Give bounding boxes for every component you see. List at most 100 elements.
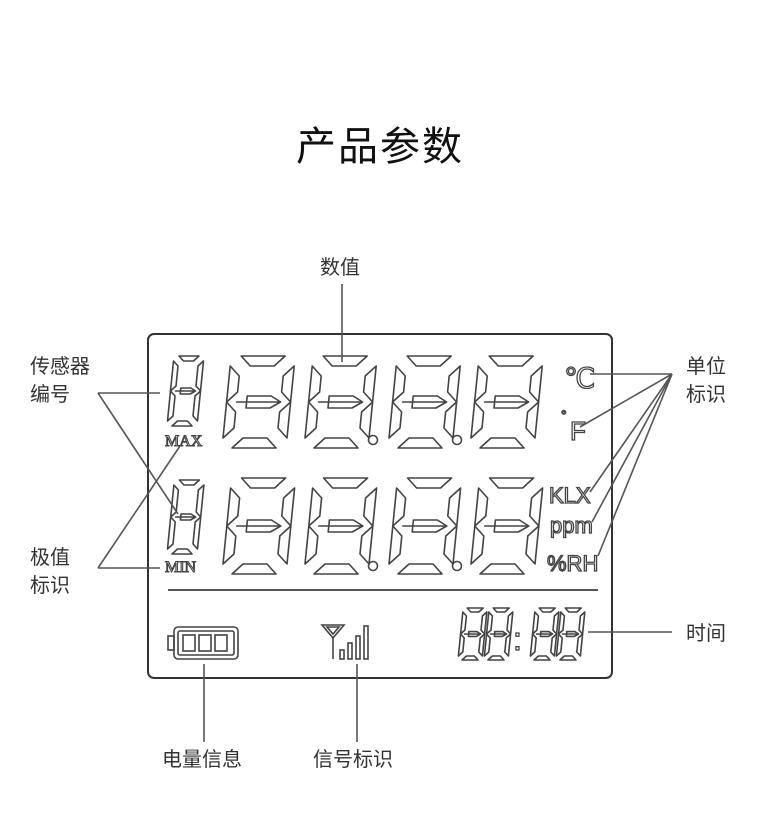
- lcd-segment: [457, 633, 466, 657]
- lcd-segment: [391, 365, 407, 403]
- lcd-segment: [564, 607, 583, 613]
- lcd-segment: [178, 479, 201, 486]
- lcd-segment: [483, 633, 492, 657]
- label-sensor-id-line2: 编号: [30, 382, 70, 406]
- lcd-segment: [174, 387, 197, 395]
- decimal-point: [367, 434, 379, 446]
- label-extreme-line2: 标识: [30, 573, 70, 597]
- lcd-segment: [401, 395, 448, 409]
- value-digit-top: [304, 355, 378, 449]
- lcd-segment: [470, 525, 485, 565]
- value-digit-top: [222, 355, 296, 449]
- lcd-segment: [307, 365, 323, 403]
- lcd-segment: [461, 655, 479, 661]
- label-value: 数值: [320, 255, 360, 279]
- leader-unit: [579, 373, 673, 428]
- lcd-segment: [322, 355, 369, 367]
- lcd-segment: [195, 360, 205, 392]
- value-digit-bottom: [222, 477, 296, 575]
- lcd-segment: [488, 477, 535, 489]
- lcd-segment: [479, 437, 525, 449]
- lcd-segment: [549, 633, 558, 657]
- lcd-segment: [240, 355, 287, 367]
- lcd-segment: [466, 607, 485, 613]
- lcd-segment: [473, 365, 489, 403]
- lcd-segment: [525, 525, 540, 565]
- lcd-segment: [362, 487, 378, 527]
- unit-klx: KLX: [549, 483, 591, 508]
- leader-unit: [597, 373, 673, 557]
- lcd-segment: [506, 611, 514, 635]
- lcd-segment: [535, 630, 554, 638]
- label-sensor-id: 传感器 编号: [30, 352, 90, 408]
- lcd-segment: [503, 633, 512, 657]
- sensor-id-digit: [166, 355, 205, 427]
- clock-digit: [457, 607, 488, 661]
- lcd-segment: [489, 630, 508, 638]
- lcd-segment: [473, 487, 489, 527]
- lcd-segment: [470, 401, 485, 439]
- lcd-segment: [538, 607, 557, 613]
- lcd-segment: [166, 516, 176, 550]
- clock-digit: [529, 607, 560, 661]
- clock-digit: [555, 607, 586, 661]
- lcd-segment: [359, 525, 374, 565]
- lcd-segment: [225, 365, 240, 403]
- lcd-segment: [479, 563, 525, 575]
- lcd-segment: [401, 519, 448, 533]
- lcd-segment: [171, 548, 193, 555]
- lcd-segment: [317, 395, 364, 409]
- lcd-segment: [174, 513, 197, 521]
- unit-ppm: ppm: [550, 513, 593, 538]
- label-extreme-line1: 极值: [30, 545, 70, 569]
- battery-icon: [167, 626, 239, 660]
- leader-unit: [591, 373, 673, 523]
- lcd-segment: [313, 563, 359, 575]
- lcd-segment: [480, 611, 488, 635]
- lcd-segment: [226, 487, 241, 527]
- lcd-segment: [236, 519, 282, 533]
- lcd-segment: [397, 437, 443, 449]
- signal-antenna-icon: [320, 624, 369, 660]
- lcd-segment: [280, 487, 296, 527]
- lcd-segment: [304, 401, 319, 439]
- lcd-segment: [463, 630, 482, 638]
- lcd-segment: [195, 484, 205, 518]
- lcd-segment: [477, 633, 486, 657]
- value-digit-bottom: [470, 477, 544, 575]
- lcd-segment: [459, 611, 468, 635]
- label-battery: 电量信息: [162, 747, 242, 771]
- lcd-segment: [235, 395, 282, 409]
- lcd-segment: [483, 519, 530, 533]
- lcd-segment: [525, 401, 540, 439]
- lcd-segment: [529, 633, 538, 657]
- lcd-segment: [443, 401, 458, 439]
- lcd-segment: [391, 487, 407, 527]
- unit-relative-humidity: %RH: [547, 551, 598, 576]
- clock-colon: :: [513, 621, 522, 657]
- lcd-segment: [178, 355, 200, 362]
- lcd-segment: [528, 487, 544, 527]
- lcd-segment: [362, 365, 378, 403]
- page-title: 产品参数: [296, 124, 464, 170]
- lcd-segment: [531, 611, 540, 635]
- unit-celsius: ℃: [564, 363, 595, 394]
- lcd-segment: [277, 401, 292, 439]
- lcd-segment: [487, 655, 505, 661]
- lcd-segment: [528, 365, 544, 403]
- lcd-segment: [443, 525, 458, 565]
- lcd-segment: [557, 611, 566, 635]
- value-digit-top: [388, 355, 462, 449]
- lcd-panel: [147, 333, 613, 679]
- lcd-segment: [317, 519, 364, 533]
- lcd-segment: [492, 607, 511, 613]
- lcd-segment: [406, 477, 453, 489]
- leader-extreme: [97, 445, 181, 569]
- decimal-point: [451, 560, 463, 572]
- lcd-segment: [192, 516, 202, 550]
- lcd-segment: [388, 401, 403, 439]
- lcd-segment: [446, 487, 462, 527]
- value-digit-bottom: [388, 477, 462, 575]
- lcd-segment: [446, 365, 462, 403]
